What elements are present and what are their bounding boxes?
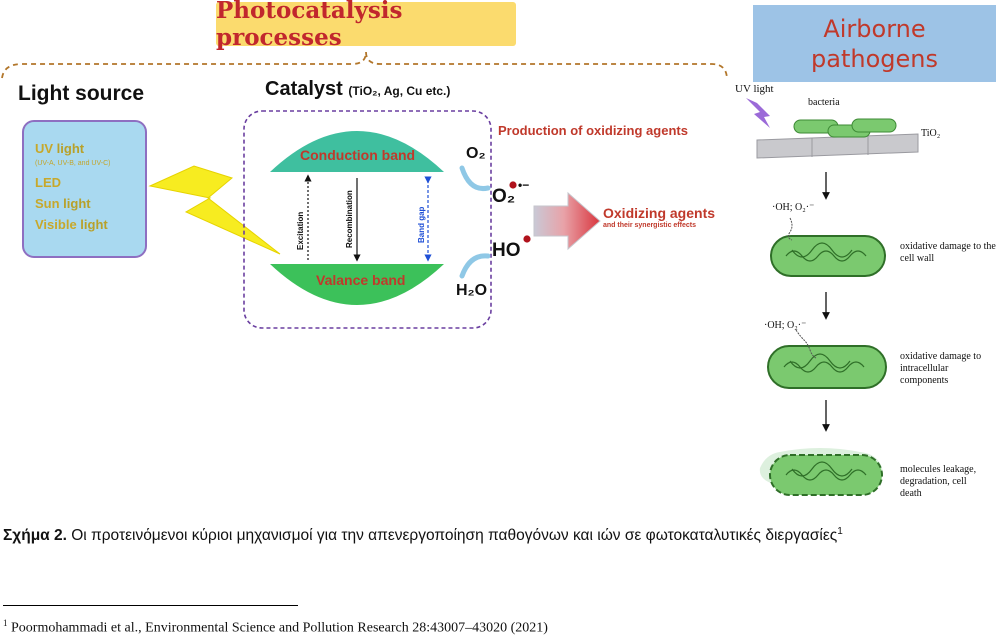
h2o-label: H₂O <box>456 282 488 299</box>
bacterium-stage-1 <box>770 217 886 277</box>
stage-1-text: oxidative damage to the cell wall <box>900 241 996 264</box>
conduction-band-label: Conduction band <box>300 147 416 163</box>
surface-bacterium <box>851 118 897 133</box>
hydroxyl-label: HO <box>492 240 521 261</box>
light-item-main: Visible <box>35 217 77 232</box>
o2-label: O₂ <box>466 145 486 162</box>
uv-ray-icon <box>746 98 770 128</box>
footnote-rule <box>3 605 298 606</box>
light-item-main: LED <box>35 175 61 190</box>
caption-text: Οι προτεινόμενοι κύριοι μηχανισμοί για τ… <box>66 527 838 545</box>
light-source-heading: Light source <box>18 82 145 105</box>
tio2-surface <box>756 133 919 159</box>
stage-2-text: oxidative damage to intracellular compon… <box>900 351 982 386</box>
catalyst-materials: (TiO₂, Ag, Cu etc.) <box>348 84 451 98</box>
bacteria-label: bacteria <box>808 97 840 108</box>
airborne-pathogens-title: Airborne pathogens <box>753 5 996 82</box>
recombination-label: Recombination <box>345 190 354 248</box>
oxidizing-agents-label: Oxidizing agents <box>603 205 716 221</box>
light-item-uv: UV light (UV-A, UV-B, and UV-C) <box>35 138 145 169</box>
process-brace <box>1 51 728 79</box>
oxidizing-agents-sub: and their synergistic effects <box>603 222 696 229</box>
figure-caption: Σχήμα 2. Οι προτεινόμενοι κύριοι μηχανισ… <box>3 520 1001 548</box>
lightning-bolt-icon <box>148 165 281 255</box>
catalyst-heading-text: Catalyst <box>265 78 343 100</box>
diagram-title: Photocatalysis processes <box>216 0 516 51</box>
light-item-visible: Visible light <box>35 214 145 235</box>
h2o-conversion-arrow <box>459 253 491 279</box>
band-gap-label: Band gap <box>417 206 426 243</box>
airborne-pathogens-text: Airborne pathogens <box>811 14 938 73</box>
radicals-label-2: ·OH; O₂·⁻ <box>764 320 807 331</box>
footnote-text: Poormohammadi et al., Environmental Scie… <box>7 620 548 636</box>
catalyst-box <box>243 110 492 329</box>
light-source-box: UV light (UV-A, UV-B, and UV-C) LED Sun … <box>22 120 147 258</box>
oxidizing-block-arrow <box>533 191 601 251</box>
light-item-rest: light <box>53 141 85 156</box>
superoxide-charge: •− <box>518 178 530 192</box>
superoxide-radical-dot <box>509 181 517 189</box>
light-item-led: LED <box>35 172 145 193</box>
footnote: 1 Poormohammadi et al., Environmental Sc… <box>3 618 548 637</box>
bacterium-stage-3 <box>759 448 883 496</box>
caption-label: Σχήμα 2. <box>3 527 67 545</box>
bacterium-stage-2 <box>767 329 887 389</box>
catalyst-heading: Catalyst (TiO₂, Ag, Cu etc.) <box>265 78 450 101</box>
caption-ref: 1 <box>837 526 843 537</box>
tio2-label: TiO₂ <box>921 128 941 139</box>
o2-conversion-arrow <box>459 165 491 192</box>
stage-3-text: molecules leakage, degradation, cell dea… <box>900 464 977 499</box>
uv-light-label: UV light <box>735 83 774 95</box>
light-item-sub: (UV-A, UV-B, and UV-C) <box>35 160 111 167</box>
radicals-label-1: ·OH; O₂·⁻ <box>772 202 815 213</box>
light-item-main: UV <box>35 141 54 156</box>
conduction-band-shape <box>270 131 444 172</box>
light-item-rest: light <box>76 217 108 232</box>
production-label: Production of oxidizing agents <box>498 123 688 138</box>
footnote-ref: 1 <box>3 618 8 628</box>
superoxide-label: O₂ <box>492 186 516 207</box>
hydroxyl-radical-dot <box>523 235 531 243</box>
light-item-sun: Sun light <box>35 193 145 214</box>
light-item-main: Sun <box>35 196 60 211</box>
valence-band-label: Valance band <box>316 272 406 288</box>
excitation-label: Excitation <box>296 211 305 250</box>
valence-band-shape <box>270 264 444 305</box>
light-item-rest: light <box>59 196 91 211</box>
